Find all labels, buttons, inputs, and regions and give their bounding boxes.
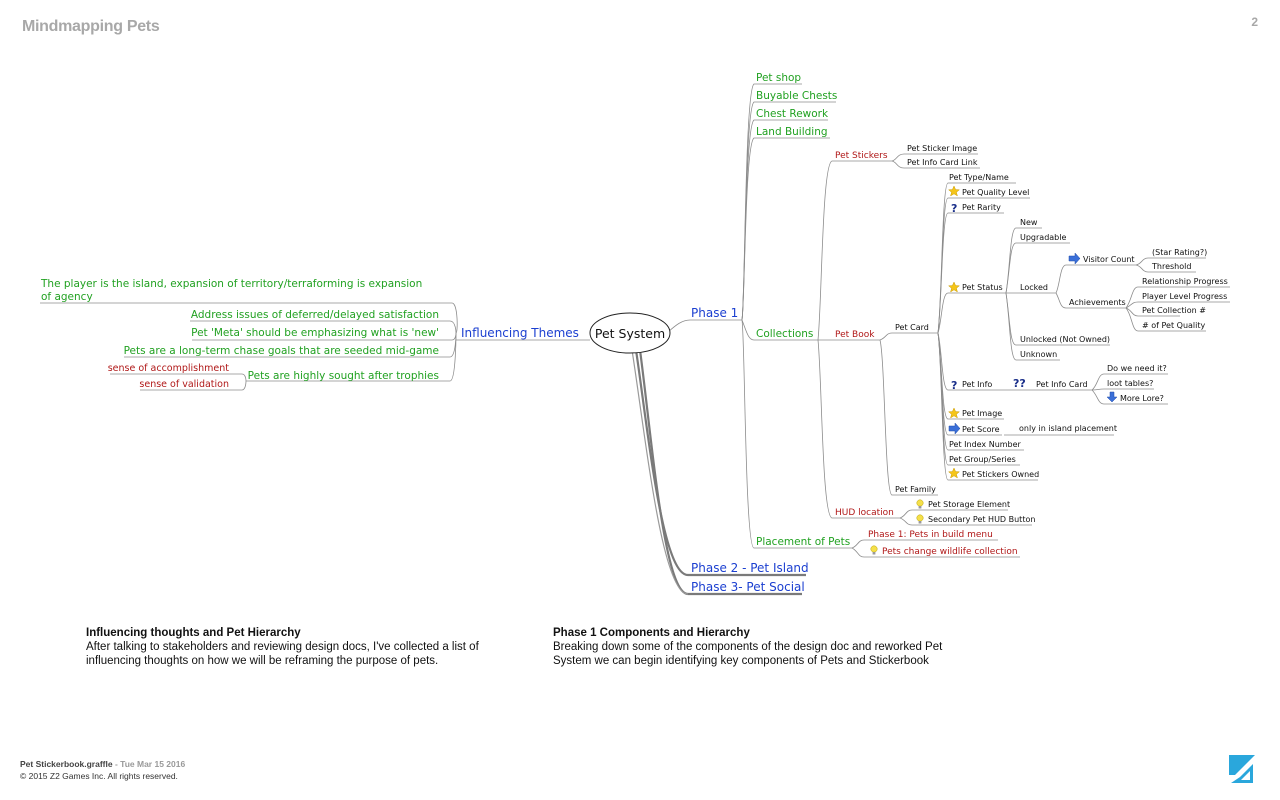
arrow-right-icon [948, 422, 961, 435]
node-placement-of-pets[interactable]: Placement of Pets [756, 536, 850, 548]
node-buyable-chests[interactable]: Buyable Chests [756, 90, 837, 102]
theme-item-chase-goals[interactable]: Pets are a long-term chase goals that ar… [124, 345, 439, 357]
node-achievements[interactable]: Achievements [1069, 298, 1126, 307]
node-more-lore[interactable]: More Lore? [1120, 394, 1164, 403]
svg-text:??: ?? [1013, 377, 1026, 390]
influencing-themes-node[interactable]: Influencing Themes [461, 326, 579, 340]
arrow-right-icon [1068, 252, 1081, 265]
theme-item-meta[interactable]: Pet 'Meta' should be emphasizing what is… [191, 327, 439, 339]
footer-filename: Pet Stickerbook.graffle [20, 759, 113, 769]
node-pet-collection-number[interactable]: Pet Collection # [1142, 306, 1206, 315]
node-pet-info-card[interactable]: Pet Info Card [1036, 380, 1088, 389]
note-right-line2: System we can begin identifying key comp… [553, 655, 929, 667]
question-icon: ? [951, 202, 957, 215]
node-pet-score[interactable]: Pet Score [962, 425, 1000, 434]
node-pet-group-series[interactable]: Pet Group/Series [949, 455, 1016, 464]
star-icon [947, 407, 961, 419]
arrow-down-icon [1106, 391, 1118, 403]
node-player-level-progress[interactable]: Player Level Progress [1142, 292, 1227, 301]
note-left-line1: After talking to stakeholders and review… [86, 641, 479, 653]
node-visitor-count[interactable]: Visitor Count [1083, 255, 1135, 264]
trophy-sub-validation[interactable]: sense of validation [139, 379, 229, 390]
footer: Pet Stickerbook.graffle - Tue Mar 15 201… [20, 758, 185, 782]
svg-text:?: ? [951, 202, 957, 215]
node-status-unlocked[interactable]: Unlocked (Not Owned) [1020, 335, 1110, 344]
node-secondary-hud-button[interactable]: Secondary Pet HUD Button [928, 515, 1035, 524]
node-status-upgradable[interactable]: Upgradable [1020, 233, 1066, 242]
note-right-title: Phase 1 Components and Hierarchy [553, 627, 750, 639]
node-pet-card[interactable]: Pet Card [895, 323, 929, 332]
center-node[interactable] [589, 312, 671, 354]
node-status-unknown[interactable]: Unknown [1020, 350, 1057, 359]
node-loot-tables[interactable]: loot tables? [1107, 379, 1153, 388]
agency-thought-line2[interactable]: of agency [41, 291, 93, 303]
node-pet-quality-level[interactable]: Pet Quality Level [962, 188, 1029, 197]
footer-date: Tue Mar 15 2016 [120, 759, 186, 769]
node-pet-book[interactable]: Pet Book [835, 330, 875, 340]
note-influencing-thoughts: Influencing thoughts and Pet Hierarchy A… [86, 626, 516, 668]
node-status-new[interactable]: New [1020, 218, 1038, 227]
star-icon [947, 185, 961, 197]
lightbulb-icon [916, 514, 924, 524]
node-pet-status[interactable]: Pet Status [962, 283, 1003, 292]
note-right-line1: Breaking down some of the components of … [553, 641, 943, 653]
lightbulb-icon [916, 499, 924, 509]
node-pet-image[interactable]: Pet Image [962, 409, 1002, 418]
phase-3-node[interactable]: Phase 3- Pet Social [691, 580, 805, 594]
node-collections[interactable]: Collections [756, 328, 813, 340]
node-pet-rarity[interactable]: Pet Rarity [962, 203, 1001, 212]
node-pet-stickers[interactable]: Pet Stickers [835, 151, 888, 161]
node-pet-type-name[interactable]: Pet Type/Name [949, 173, 1009, 182]
phase-1-node[interactable]: Phase 1 [691, 306, 738, 320]
page-number: 2 [1251, 15, 1258, 29]
document-title: Mindmapping Pets [22, 18, 160, 35]
node-pet-quality-count[interactable]: # of Pet Quality [1142, 321, 1205, 330]
z2-logo-icon [1229, 755, 1255, 783]
node-only-island-placement[interactable]: only in island placement [1019, 424, 1117, 433]
question-icon: ? [951, 379, 957, 392]
node-do-we-need-it[interactable]: Do we need it? [1107, 364, 1167, 373]
node-pet-family[interactable]: Pet Family [895, 485, 936, 494]
star-icon [947, 281, 961, 293]
node-pet-stickers-owned[interactable]: Pet Stickers Owned [962, 470, 1039, 479]
node-land-building[interactable]: Land Building [756, 126, 828, 138]
node-pet-index-number[interactable]: Pet Index Number [949, 440, 1022, 449]
node-chest-rework[interactable]: Chest Rework [756, 108, 829, 120]
mind-map-canvas: Pet System The player is the island, exp… [40, 72, 1230, 596]
node-threshold[interactable]: Threshold [1151, 262, 1191, 271]
footer-separator: - [112, 759, 121, 769]
node-status-locked[interactable]: Locked [1020, 283, 1048, 292]
lightbulb-icon [870, 545, 878, 555]
node-pets-in-build-menu[interactable]: Phase 1: Pets in build menu [868, 530, 993, 540]
node-pet-shop[interactable]: Pet shop [756, 72, 801, 84]
node-star-rating[interactable]: (Star Rating?) [1152, 248, 1207, 257]
svg-text:?: ? [951, 379, 957, 392]
note-phase1-components: Phase 1 Components and Hierarchy Breakin… [553, 626, 983, 668]
node-relationship-progress[interactable]: Relationship Progress [1142, 277, 1228, 286]
star-icon [947, 467, 961, 479]
note-left-line2: influencing thoughts on how we will be r… [86, 655, 439, 667]
theme-item-trophies[interactable]: Pets are highly sought after trophies [248, 370, 439, 382]
footer-copyright: © 2015 Z2 Games Inc. All rights reserved… [20, 771, 178, 781]
node-pets-change-wildlife[interactable]: Pets change wildlife collection [882, 547, 1018, 557]
node-pet-storage-element[interactable]: Pet Storage Element [928, 500, 1010, 509]
theme-item-satisfaction[interactable]: Address issues of deferred/delayed satis… [191, 309, 439, 321]
node-pet-info-card-link[interactable]: Pet Info Card Link [907, 158, 978, 167]
note-left-title: Influencing thoughts and Pet Hierarchy [86, 627, 301, 639]
node-hud-location[interactable]: HUD location [835, 508, 894, 518]
phase-2-node[interactable]: Phase 2 - Pet Island [691, 561, 809, 575]
node-pet-info[interactable]: Pet Info [962, 380, 992, 389]
center-node-label: Pet System [595, 326, 665, 341]
trophy-sub-accomplishment[interactable]: sense of accomplishment [108, 363, 230, 374]
agency-thought-line1[interactable]: The player is the island, expansion of t… [40, 278, 422, 290]
double-question-icon: ?? [1013, 377, 1026, 390]
node-pet-sticker-image[interactable]: Pet Sticker Image [907, 144, 977, 153]
